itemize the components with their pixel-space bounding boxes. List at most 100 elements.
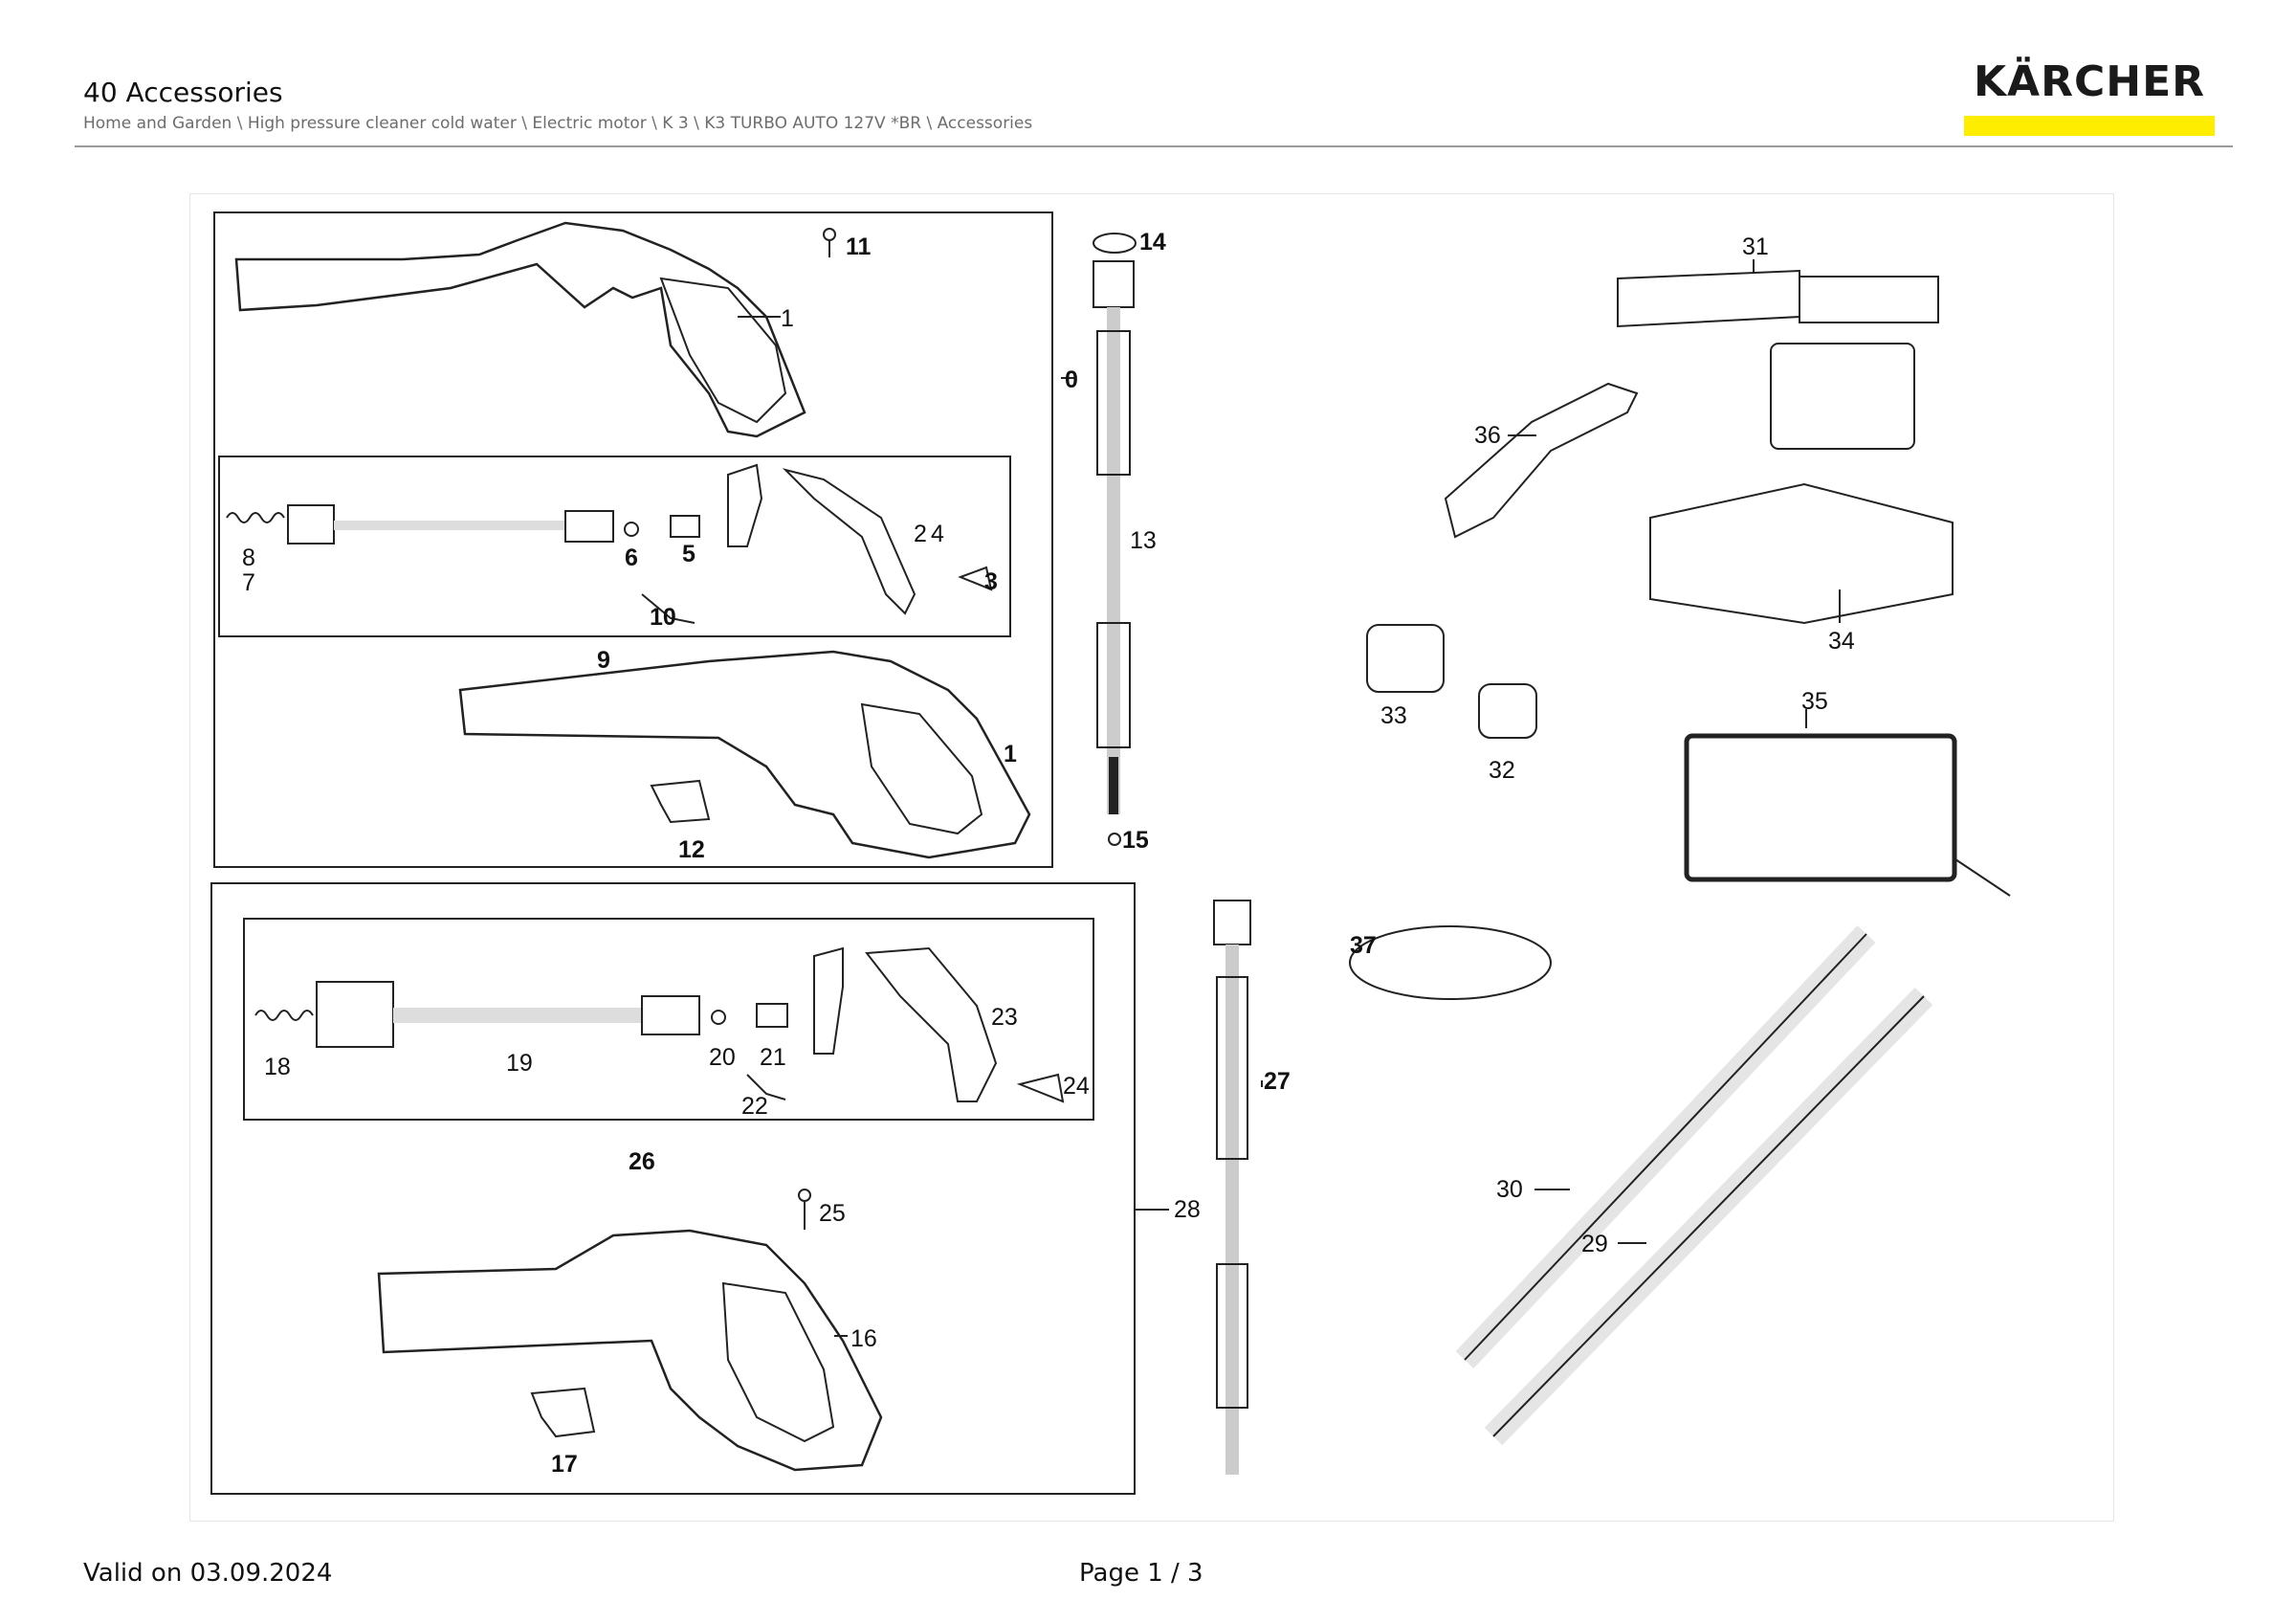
callout-label: 7 <box>242 569 255 596</box>
nozzle-31-holder <box>1770 343 1915 450</box>
brush-36 <box>1444 382 1639 539</box>
callout-label: 1 <box>1004 741 1017 767</box>
callout-label: 22 <box>741 1093 768 1120</box>
callout-label: 1 <box>781 305 794 332</box>
group-box-upper <box>213 211 1053 868</box>
screw-25 <box>798 1189 811 1230</box>
callout-label: 0 <box>1065 367 1078 393</box>
callout-label: 11 <box>846 233 872 260</box>
locking-cap-3 <box>958 566 993 591</box>
group-box-lower <box>210 882 1136 1495</box>
callout-label: 17 <box>551 1451 578 1478</box>
trigger-23 <box>865 946 998 1102</box>
callout-label: 28 <box>1174 1196 1201 1223</box>
callout-label: 24 <box>1063 1073 1090 1100</box>
callout-label: 15 <box>1122 827 1149 854</box>
exploded-parts-diagram: 11 1 14 0 31 36 8 7 6 5 2 4 3 13 10 9 1 … <box>189 193 2114 1522</box>
callout-label: 14 <box>1139 229 1166 256</box>
callout-label: 23 <box>991 1004 1018 1031</box>
callout-label: 34 <box>1828 628 1855 655</box>
o-ring-14 <box>1093 233 1137 254</box>
wash-brush-37 <box>1349 925 1552 1000</box>
o-ring-15 <box>1108 833 1121 846</box>
spring-18 <box>254 1010 314 1021</box>
callout-label: 8 <box>242 545 255 571</box>
lance-grip-lower <box>1096 622 1131 748</box>
callout-label: 12 <box>678 836 705 863</box>
page-header: 40 Accessories Home and Garden \ High pr… <box>0 0 2296 153</box>
footer-valid-date: Valid on 03.09.2024 <box>83 1559 333 1588</box>
header-divider <box>75 145 2233 147</box>
callout-label: 30 <box>1496 1176 1523 1203</box>
gun-shell-upper-grip <box>659 277 787 424</box>
callout-label: 5 <box>682 541 695 567</box>
callout-label: 13 <box>1130 527 1157 554</box>
group-box-valve-kit-9 <box>218 456 1011 637</box>
callout-label: 19 <box>506 1050 533 1077</box>
callout-label: 32 <box>1489 757 1515 784</box>
valve-housing-7 <box>287 504 335 545</box>
trigger-2-4 <box>782 468 916 615</box>
cleaning-mat-35 <box>1684 733 1957 882</box>
adapter-32 <box>1478 683 1537 739</box>
diagram-drawing: 11 1 14 0 31 36 8 7 6 5 2 4 3 13 10 9 1 … <box>210 211 2011 1495</box>
callout-label: 21 <box>760 1044 786 1071</box>
spring-8 <box>226 512 285 523</box>
locking-cap-24 <box>1016 1073 1065 1103</box>
callout-label: 33 <box>1380 702 1407 729</box>
clip-17 <box>530 1387 596 1438</box>
callout-label: 37 <box>1350 932 1377 959</box>
breadcrumb: Home and Garden \ High pressure cleaner … <box>83 114 1033 133</box>
callout-label: 4 <box>931 521 944 547</box>
nozzle-31-tip <box>1617 269 1800 328</box>
valve-pin-21 <box>756 1003 788 1028</box>
lance-nut-0 <box>1093 260 1135 308</box>
lance-29-outline <box>1492 995 1925 1437</box>
callout-labels: 11 1 14 0 31 36 8 7 6 5 2 4 3 13 10 9 1 … <box>242 229 1855 1478</box>
logo-yellow-bar <box>1964 116 2215 136</box>
wire-clip-22 <box>746 1074 786 1101</box>
gun-body-16-grip <box>721 1281 835 1443</box>
callout-label: 25 <box>819 1200 846 1227</box>
screw-11 <box>823 228 836 257</box>
trigger-lever-21 <box>813 946 844 1055</box>
callout-label: 31 <box>1742 233 1769 260</box>
o-ring-20 <box>711 1010 726 1025</box>
callout-label: 35 <box>1801 688 1828 715</box>
callout-label: 9 <box>597 647 610 674</box>
wire-clip-10 <box>641 593 695 624</box>
o-ring-6 <box>624 522 639 537</box>
lance-grip-28 <box>1216 1263 1248 1409</box>
valve-nut-19 <box>641 995 700 1035</box>
clip-12 <box>650 779 711 824</box>
page-title: 40 Accessories <box>83 77 283 108</box>
karcher-logo: KÄRCHER <box>1973 57 2206 106</box>
gun-body-1-grip <box>860 702 983 835</box>
trigger-lever-5 <box>727 463 763 547</box>
callout-label: 29 <box>1581 1231 1608 1257</box>
lance-30-outline <box>1464 933 1867 1361</box>
lance-nut-27 <box>1213 900 1251 945</box>
lance-grip-27 <box>1216 976 1248 1160</box>
callout-label: 16 <box>850 1325 877 1352</box>
lance-grip-upper <box>1096 330 1131 476</box>
callout-label: 6 <box>625 545 638 571</box>
callout-label: 27 <box>1264 1068 1291 1095</box>
group-box-valve-kit-26 <box>243 918 1094 1121</box>
nozzle-31-body <box>1799 276 1939 323</box>
callout-label: 36 <box>1474 422 1501 449</box>
callout-label: 18 <box>264 1054 291 1080</box>
gun-body-1 <box>458 650 1031 859</box>
callout-label: 26 <box>629 1148 655 1175</box>
callout-label: 10 <box>650 604 676 631</box>
valve-pin-5 <box>670 515 700 538</box>
callout-label: 2 <box>914 521 927 547</box>
valve-nut-7 <box>564 510 614 543</box>
footer-page-number: Page 1 / 3 <box>1079 1559 1203 1588</box>
callout-label: 3 <box>984 568 998 595</box>
adapter-33 <box>1366 624 1445 693</box>
sponge-34 <box>1649 482 1954 625</box>
mat-cord-35 <box>1952 856 2011 897</box>
valve-housing-19 <box>316 981 394 1048</box>
callout-label: 20 <box>709 1044 736 1071</box>
